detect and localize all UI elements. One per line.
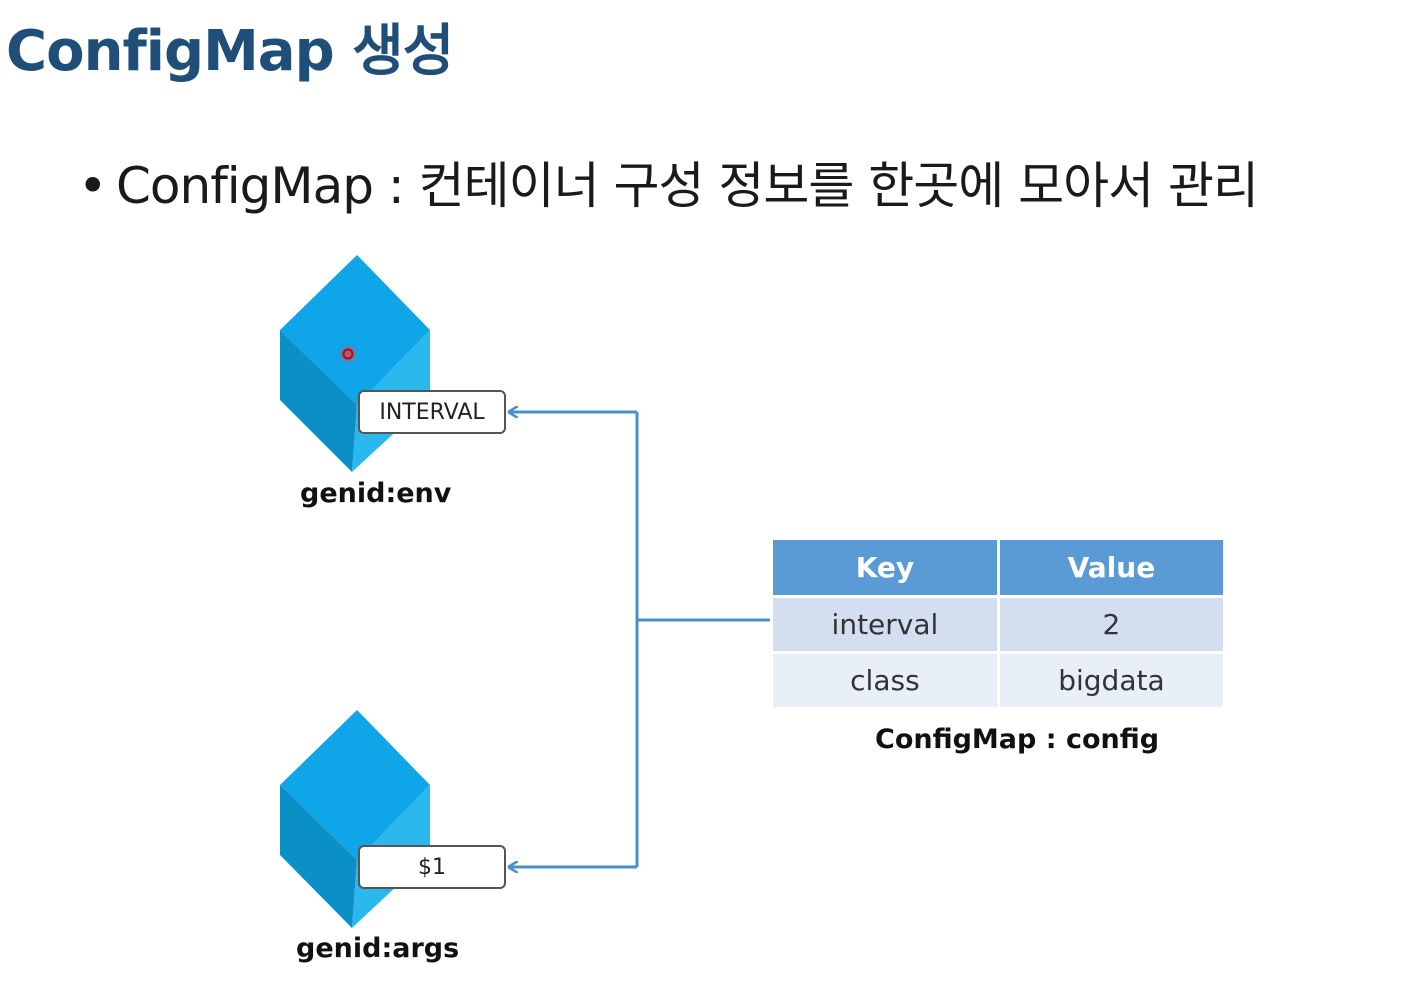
bullet-item: •ConfigMap : 컨테이너 구성 정보를 한곳에 모아서 관리: [78, 146, 1259, 218]
container-cube-args: [280, 710, 430, 928]
cell-key: interval: [770, 595, 1000, 654]
container-cube-env: [280, 255, 430, 472]
cell-key: class: [770, 651, 1000, 710]
page-title: ConfigMap 생성: [6, 19, 454, 84]
container-label-env: genid:env: [300, 478, 452, 509]
table-header-row: Key Value: [770, 537, 1227, 598]
configmap-table: Key Value interval 2 class bigdata: [770, 537, 1227, 710]
cube-top-face: [280, 255, 430, 405]
env-tag-interval: INTERVAL: [358, 390, 506, 434]
column-header-key: Key: [770, 537, 1000, 598]
table-row: interval 2: [770, 595, 1227, 654]
configmap-caption: ConfigMap : config: [875, 724, 1160, 755]
configmap-connectors: [508, 412, 770, 867]
cube-left-face: [280, 785, 357, 928]
column-header-value: Value: [996, 537, 1227, 598]
cube-left-face: [280, 330, 357, 472]
bullet-text: ConfigMap : 컨테이너 구성 정보를 한곳에 모아서 관리: [116, 157, 1259, 215]
cube-top-face: [280, 710, 430, 860]
table-row: class bigdata: [770, 651, 1227, 710]
cell-value: 2: [996, 595, 1227, 654]
args-tag-dollar1: $1: [358, 845, 506, 889]
cell-value: bigdata: [996, 651, 1227, 710]
cursor-dot-icon: [342, 348, 354, 360]
cursor-dot-glow: [338, 344, 358, 364]
container-label-args: genid:args: [296, 933, 460, 964]
